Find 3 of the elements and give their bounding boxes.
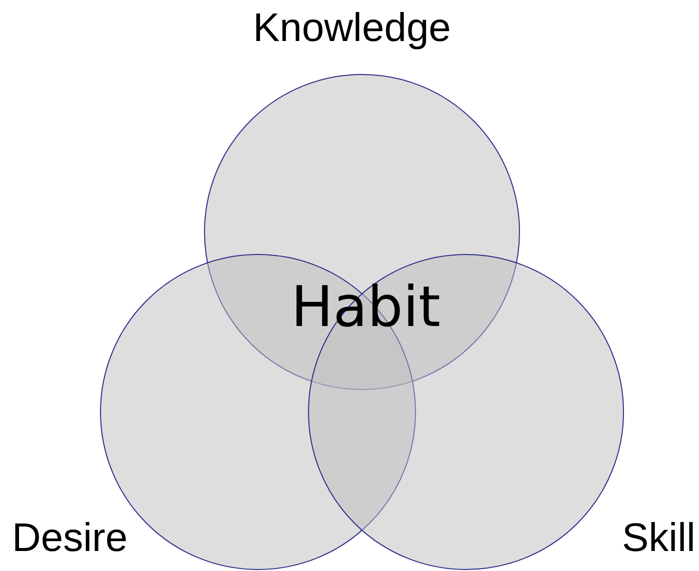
circle-label: Knowledge: [253, 8, 451, 48]
circle-label: Skill: [622, 518, 696, 558]
circle-label: Desire: [12, 518, 128, 558]
